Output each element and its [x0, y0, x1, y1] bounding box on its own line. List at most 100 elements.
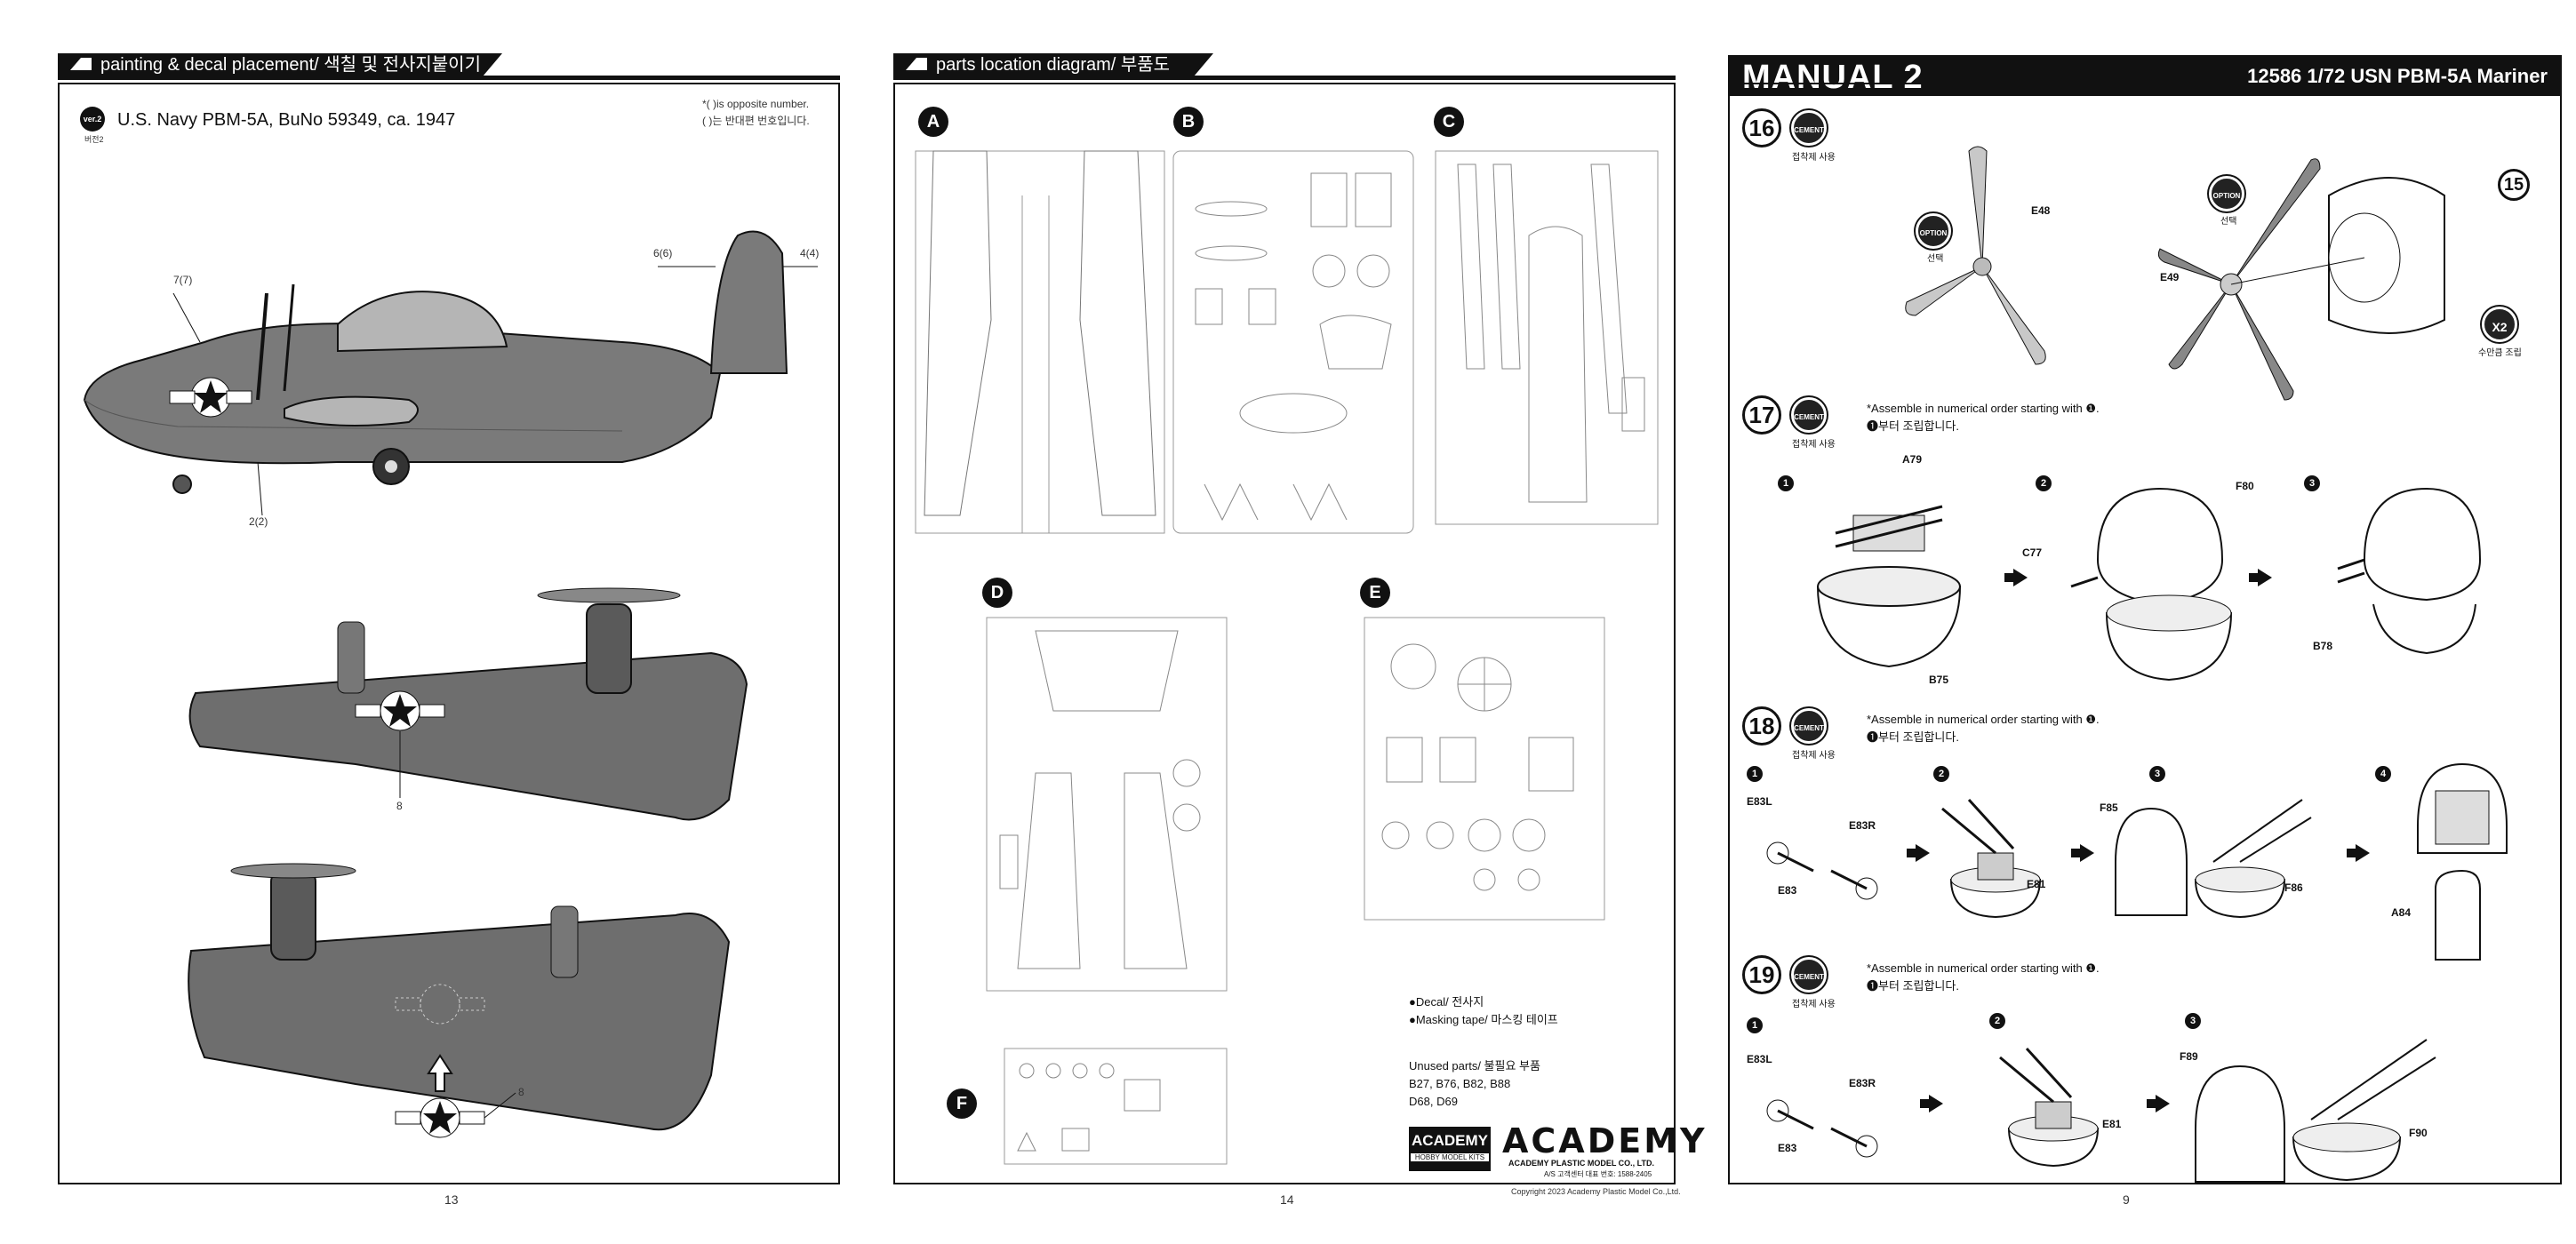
part-label: E49: [2160, 271, 2180, 283]
aircraft-side-view: [83, 230, 818, 516]
brand-badge-sub: HOBBY MODEL KITS: [1411, 1153, 1489, 1161]
part-label: B75: [1929, 674, 1949, 686]
arrow-right-icon: [2347, 844, 2370, 862]
substep-number: 1: [1747, 1017, 1763, 1033]
part-label: E81: [2102, 1118, 2122, 1130]
brand-logo: ACADEMY: [1502, 1121, 1708, 1160]
step-number: 19: [1742, 955, 1781, 994]
part-label: E83R: [1849, 819, 1876, 832]
step-number: 18: [1742, 706, 1781, 746]
manual-header: MANUAL 2 12586 1/72 USN PBM-5A Mariner: [1728, 55, 2562, 96]
decal-callout: 7(7): [173, 274, 193, 286]
turret-assembly-3: [2337, 487, 2482, 655]
cement-icon: CEMENT: [1791, 397, 1827, 433]
sprue-d: [986, 617, 1228, 992]
page-frame: [893, 83, 1676, 1184]
brand-service: A/S 고객센터 대표 번호: 1588-2405: [1544, 1170, 1652, 1178]
sprue-e: [1364, 617, 1605, 921]
part-label: E83L: [1747, 1053, 1772, 1065]
decal-callout: 8: [396, 800, 403, 812]
substep-number: 2: [1989, 1013, 2005, 1029]
section-header: parts location diagram/ 부품도: [893, 53, 1676, 80]
brand-company: ACADEMY PLASTIC MODEL CO., LTD.: [1508, 1159, 1655, 1168]
gun-assembly-19-1: [1766, 1099, 1878, 1158]
sprue-label-c: C: [1434, 107, 1464, 137]
part-label: C77: [2022, 546, 2043, 559]
sprue-label-e: E: [1360, 578, 1390, 608]
cement-label: 접착제 사용: [1792, 1000, 1836, 1009]
opposite-note-ko: ( )는 반대편 번호입니다.: [702, 115, 810, 127]
version-badge: ver.2: [80, 107, 105, 132]
arrow-right-icon: [1907, 844, 1930, 862]
page-frame: [58, 83, 840, 1184]
propeller-e48: [1905, 146, 2046, 365]
order-note-ko: ❶부터 조립합니다.: [1867, 979, 1959, 993]
gun-assembly-18-2: [1941, 798, 2042, 919]
legend-decal: ●Decal/ 전사지: [1409, 995, 1484, 1009]
part-label: B78: [2313, 640, 2333, 652]
substep-number: 3: [2149, 766, 2165, 782]
section-header: painting & decal placement/ 색칠 및 전사지붙이기: [58, 53, 840, 80]
decal-callout: 2(2): [249, 515, 268, 528]
part-label: E48: [2031, 204, 2051, 217]
page-number: 9: [2123, 1192, 2130, 1207]
option-label: 선택: [2220, 217, 2237, 227]
section-header-label: painting & decal placement/ 색칠 및 전사지붙이기: [100, 55, 481, 75]
part-label: A84: [2391, 906, 2412, 919]
unused-title: Unused parts/ 불필요 부품: [1409, 1059, 1540, 1073]
part-label: E83L: [1747, 795, 1772, 808]
unused-line1: B27, B76, B82, B88: [1409, 1077, 1511, 1090]
option-label: 선택: [1927, 254, 1944, 264]
page-manual: MANUAL 2 12586 1/72 USN PBM-5A Mariner 1…: [1716, 0, 2576, 1244]
option-icon: OPTION: [2209, 176, 2244, 211]
cement-label: 접착제 사용: [1792, 751, 1836, 761]
page-painting-decal: painting & decal placement/ 색칠 및 전사지붙이기 …: [0, 0, 858, 1244]
part-label: F85: [2100, 801, 2118, 814]
decal-callout: 6(6): [653, 247, 673, 259]
version-sub: 버전2: [84, 135, 104, 144]
legend-masking: ●Masking tape/ 마스킹 테이프: [1409, 1013, 1558, 1026]
order-note-en: *Assemble in numerical order starting wi…: [1867, 713, 2100, 726]
substep-number: 4: [2375, 766, 2391, 782]
brand-badge-text: ACADEMY: [1412, 1132, 1488, 1149]
sprue-f: [1004, 1048, 1228, 1165]
manual-title: MANUAL 2: [1742, 59, 1924, 96]
substep-number: 1: [1747, 766, 1763, 782]
part-label: F86: [2284, 881, 2303, 894]
arrow-right-icon: [2004, 569, 2028, 586]
cement-icon: CEMENT: [1791, 957, 1827, 993]
step-number: 16: [1742, 108, 1781, 148]
sprue-label-d: D: [982, 578, 1012, 608]
gun-assembly-18-3: [2115, 799, 2312, 919]
sprue-c: [1435, 150, 1659, 525]
sprue-label-b: B: [1173, 107, 1204, 137]
opposite-note-en: *( )is opposite number.: [702, 98, 810, 110]
order-note-ko: ❶부터 조립합니다.: [1867, 419, 1959, 433]
arrow-right-icon: [2147, 1095, 2170, 1112]
gun-assembly-18-1: [1766, 841, 1878, 900]
page-parts-location: parts location diagram/ 부품도 A B C: [858, 0, 1716, 1244]
part-label: E83: [1778, 1142, 1797, 1154]
page-frame: [1728, 83, 2562, 1184]
cement-label: 접착제 사용: [1792, 440, 1836, 450]
cement-icon: CEMENT: [1791, 110, 1827, 146]
copyright: Copyright 2023 Academy Plastic Model Co.…: [1511, 1187, 1681, 1196]
reference-step: 15: [2498, 169, 2530, 201]
gun-assembly-19-3: [2195, 1039, 2436, 1183]
gun-assembly-18-4: [2417, 762, 2508, 961]
step-number: 17: [1742, 395, 1781, 435]
arrow-right-icon: [2071, 844, 2094, 862]
section-header-label: parts location diagram/ 부품도: [936, 55, 1171, 75]
propeller-e49-assembly: [2157, 158, 2445, 401]
order-note-en: *Assemble in numerical order starting wi…: [1867, 961, 2100, 975]
part-label: E83R: [1849, 1077, 1876, 1089]
arrow-right-icon: [1920, 1095, 1943, 1112]
sprue-b: [1172, 150, 1414, 534]
decal-callout: 8: [518, 1086, 524, 1098]
brand-badge: ACADEMY HOBBY MODEL KITS: [1409, 1127, 1491, 1171]
page-number: 13: [444, 1192, 459, 1207]
order-note-en: *Assemble in numerical order starting wi…: [1867, 402, 2100, 415]
aircraft-title: U.S. Navy PBM-5A, BuNo 59349, ca. 1947: [117, 110, 456, 130]
aircraft-bottom-view: [188, 863, 731, 1138]
option-icon: OPTION: [1916, 213, 1951, 249]
